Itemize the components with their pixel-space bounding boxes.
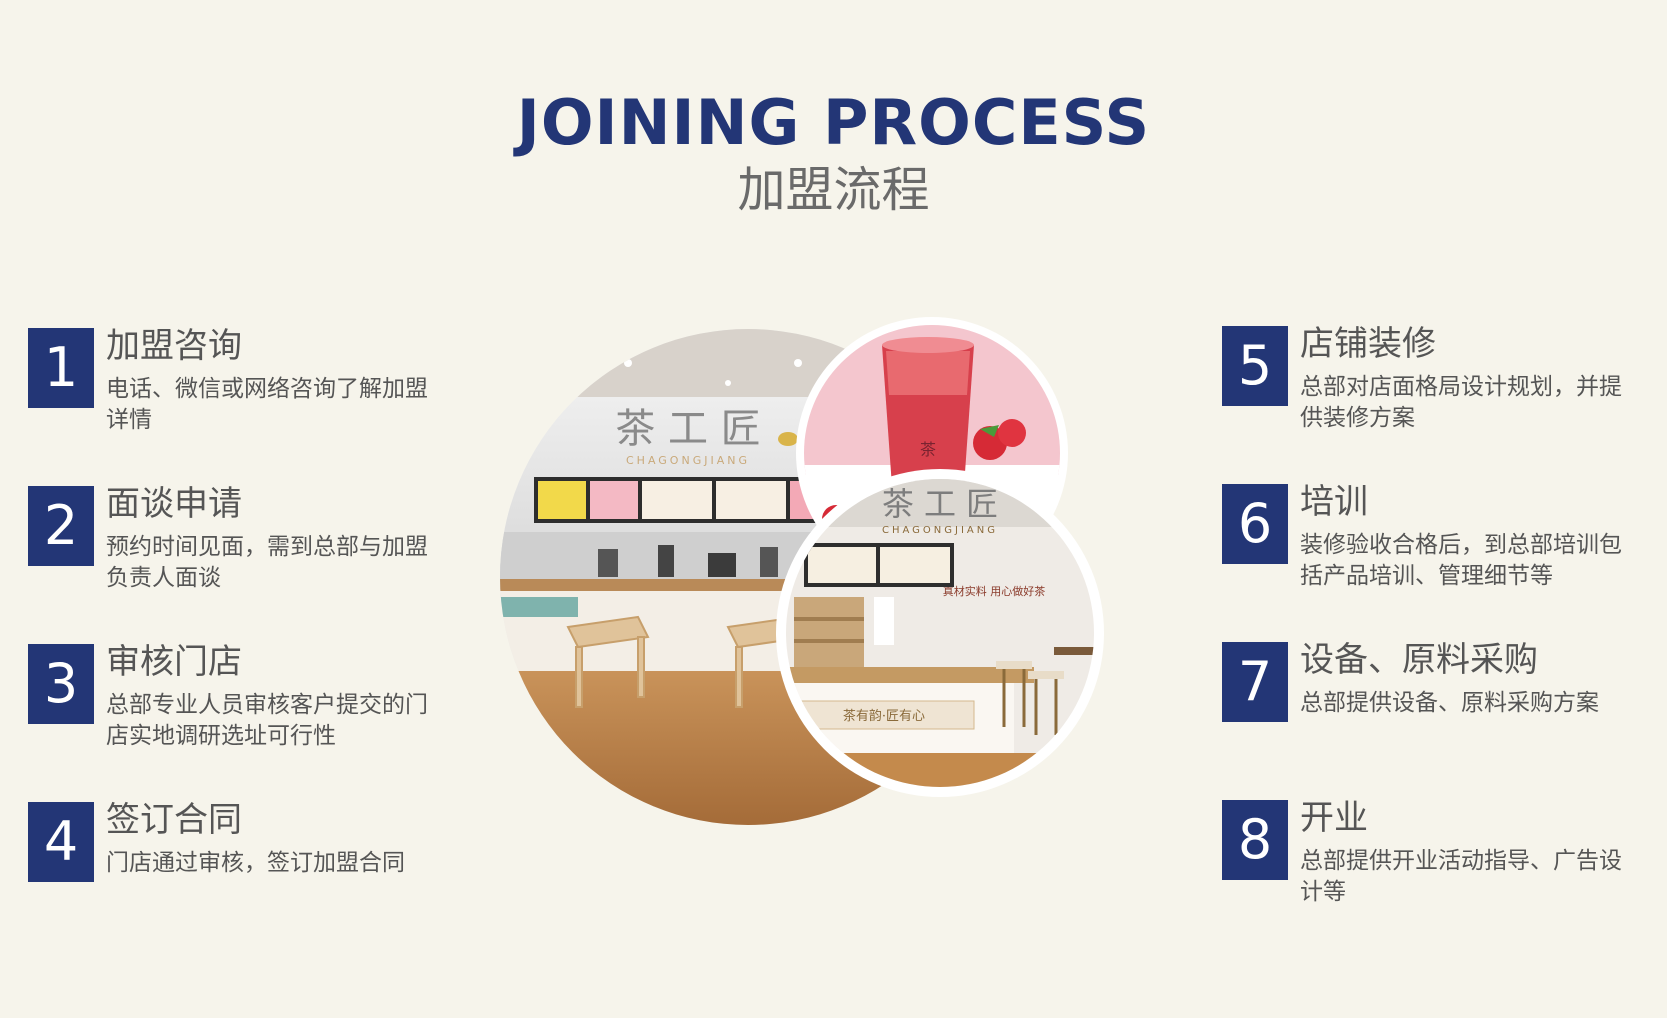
step-number-badge: 6 (1222, 484, 1288, 564)
step-description: 总部专业人员审核客户提交的门店实地调研选址可行性 (106, 692, 428, 749)
title-english: JOINING PROCESS (516, 86, 1151, 159)
step-title: 加盟咨询 (106, 326, 242, 366)
menu-boards (534, 477, 954, 523)
counter-store-sign-pinyin: CHAGONGJIANG (882, 525, 998, 536)
step-title: 审核门店 (106, 642, 242, 682)
step-description: 预约时间见面，需到总部与加盟负责人面谈 (106, 534, 428, 591)
counter-slogan: 茶有韵·匠有心 (843, 708, 925, 724)
counter-store-sign: 茶 工 匠 (882, 485, 998, 523)
store-sign-pinyin: CHAGONGJIANG (626, 454, 750, 467)
step-description: 电话、微信或网络咨询了解加盟详情 (106, 376, 428, 433)
step-title: 设备、原料采购 (1300, 640, 1538, 680)
step-description: 门店通过审核，签订加盟合同 (106, 850, 405, 876)
store-counter-photo: 茶 工 匠 CHAGONGJIANG 真材实料 用心做好茶 茶有韵·匠有心 (776, 469, 1104, 797)
step-number-badge: 5 (1222, 326, 1288, 406)
step-description: 总部提供开业活动指导、广告设计等 (1300, 848, 1622, 905)
bar-stools (1002, 667, 1058, 735)
step-title: 面谈申请 (106, 484, 242, 524)
photo-collage: 茶 工 匠 CHAGONGJIANG (498, 315, 1178, 840)
step-title: 店铺装修 (1300, 324, 1436, 364)
step-description: 装修验收合格后，到总部培训包括产品培训、管理细节等 (1300, 532, 1622, 589)
step-number-badge: 8 (1222, 800, 1288, 880)
store-sign: 茶 工 匠 (615, 406, 760, 452)
step-title: 培训 (1300, 482, 1368, 522)
step-number-badge: 1 (28, 328, 94, 408)
step-description: 总部提供设备、原料采购方案 (1300, 690, 1599, 716)
step-number-badge: 7 (1222, 642, 1288, 722)
step-title: 签订合同 (106, 800, 242, 840)
page-header: JOINING PROCESS 加盟流程 (0, 88, 1667, 220)
wall-slogan: 真材实料 用心做好茶 (943, 584, 1046, 598)
title-chinese: 加盟流程 (737, 162, 930, 218)
step-number-badge: 3 (28, 644, 94, 724)
step-description: 总部对店面格局设计规划，并提供装修方案 (1300, 374, 1622, 431)
step-number-badge: 2 (28, 486, 94, 566)
drink-cup-logo: 茶 (920, 440, 936, 459)
step-number-badge: 4 (28, 802, 94, 882)
step-title: 开业 (1300, 798, 1368, 838)
